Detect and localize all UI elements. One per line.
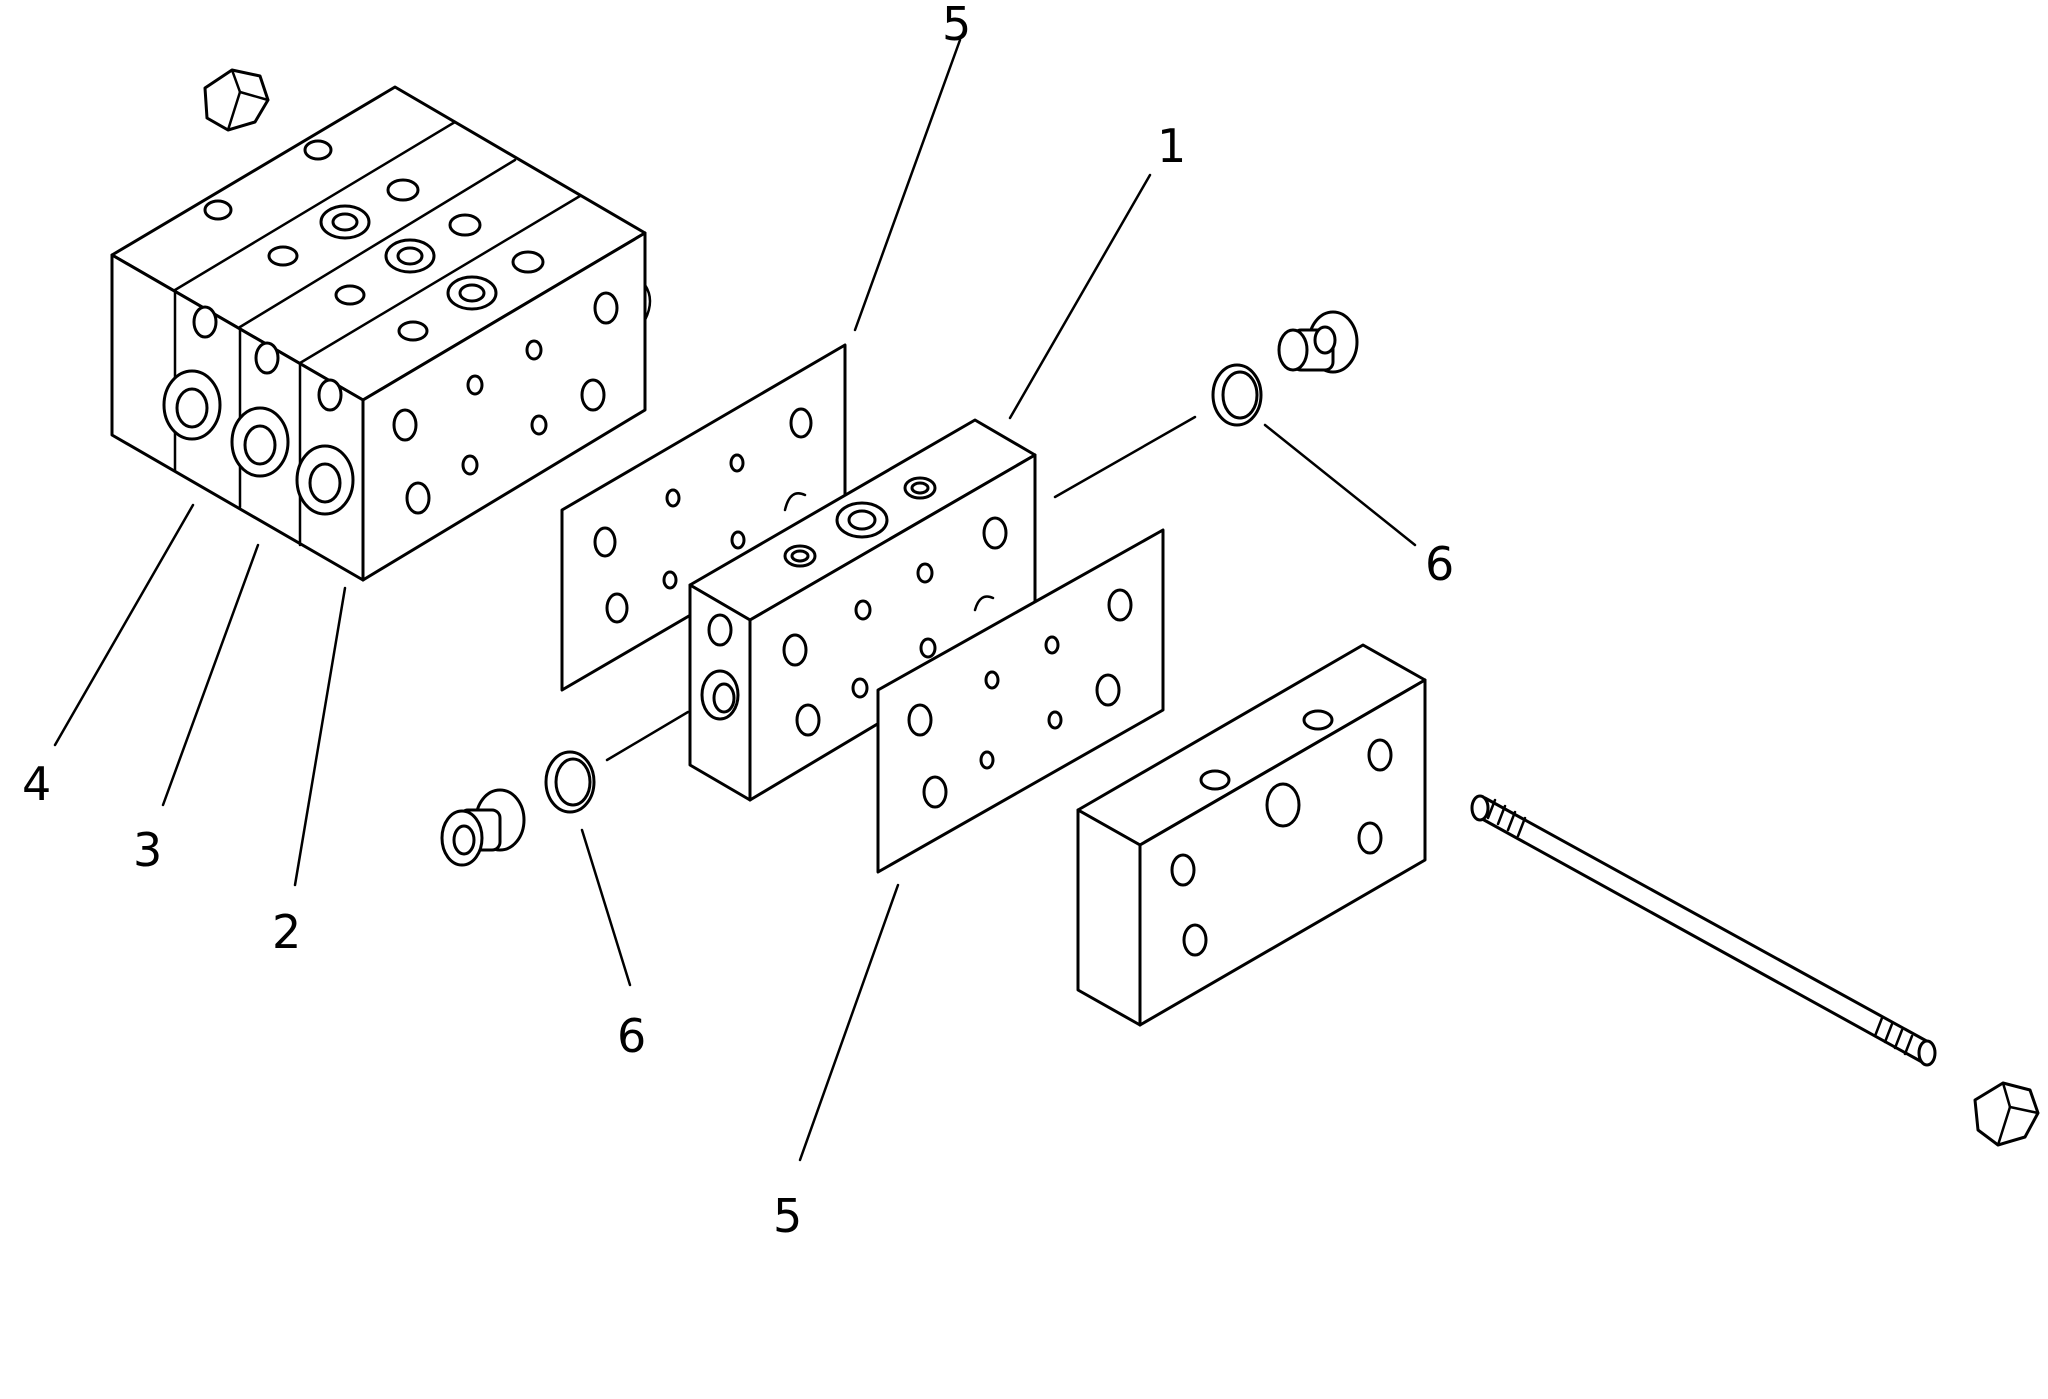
oring-left [544, 750, 596, 814]
top-nut [203, 68, 270, 132]
valve-stack-assembly [110, 68, 652, 582]
leader-lines [53, 38, 1417, 1162]
callouts: 5 1 6 4 3 2 6 5 [22, 0, 1454, 1243]
end-plate [1076, 643, 1427, 1027]
stack-right-holes [392, 291, 619, 515]
callout-oring-left: 6 [617, 1009, 646, 1063]
callout-section-1: 1 [1157, 119, 1186, 173]
callout-section-3: 3 [133, 823, 162, 877]
tie-rod [1470, 794, 1937, 1067]
callout-top-gasket: 5 [942, 0, 971, 51]
assembly-axis-lines [605, 415, 1197, 762]
plug-right [1277, 310, 1359, 374]
callout-section-2: 2 [272, 905, 301, 959]
stack-section-lines [173, 120, 582, 547]
callout-oring-right: 6 [1425, 537, 1454, 591]
oring-right [1211, 363, 1263, 427]
stack-top-holes [203, 139, 545, 342]
end-nut [1973, 1081, 2040, 1147]
gasket-bottom [876, 528, 1165, 874]
callout-bottom-gasket: 5 [773, 1189, 802, 1243]
stack-front-ports [162, 305, 355, 516]
stack-right-face [361, 231, 647, 582]
callout-section-4: 4 [22, 757, 51, 811]
plug-left [440, 788, 526, 867]
